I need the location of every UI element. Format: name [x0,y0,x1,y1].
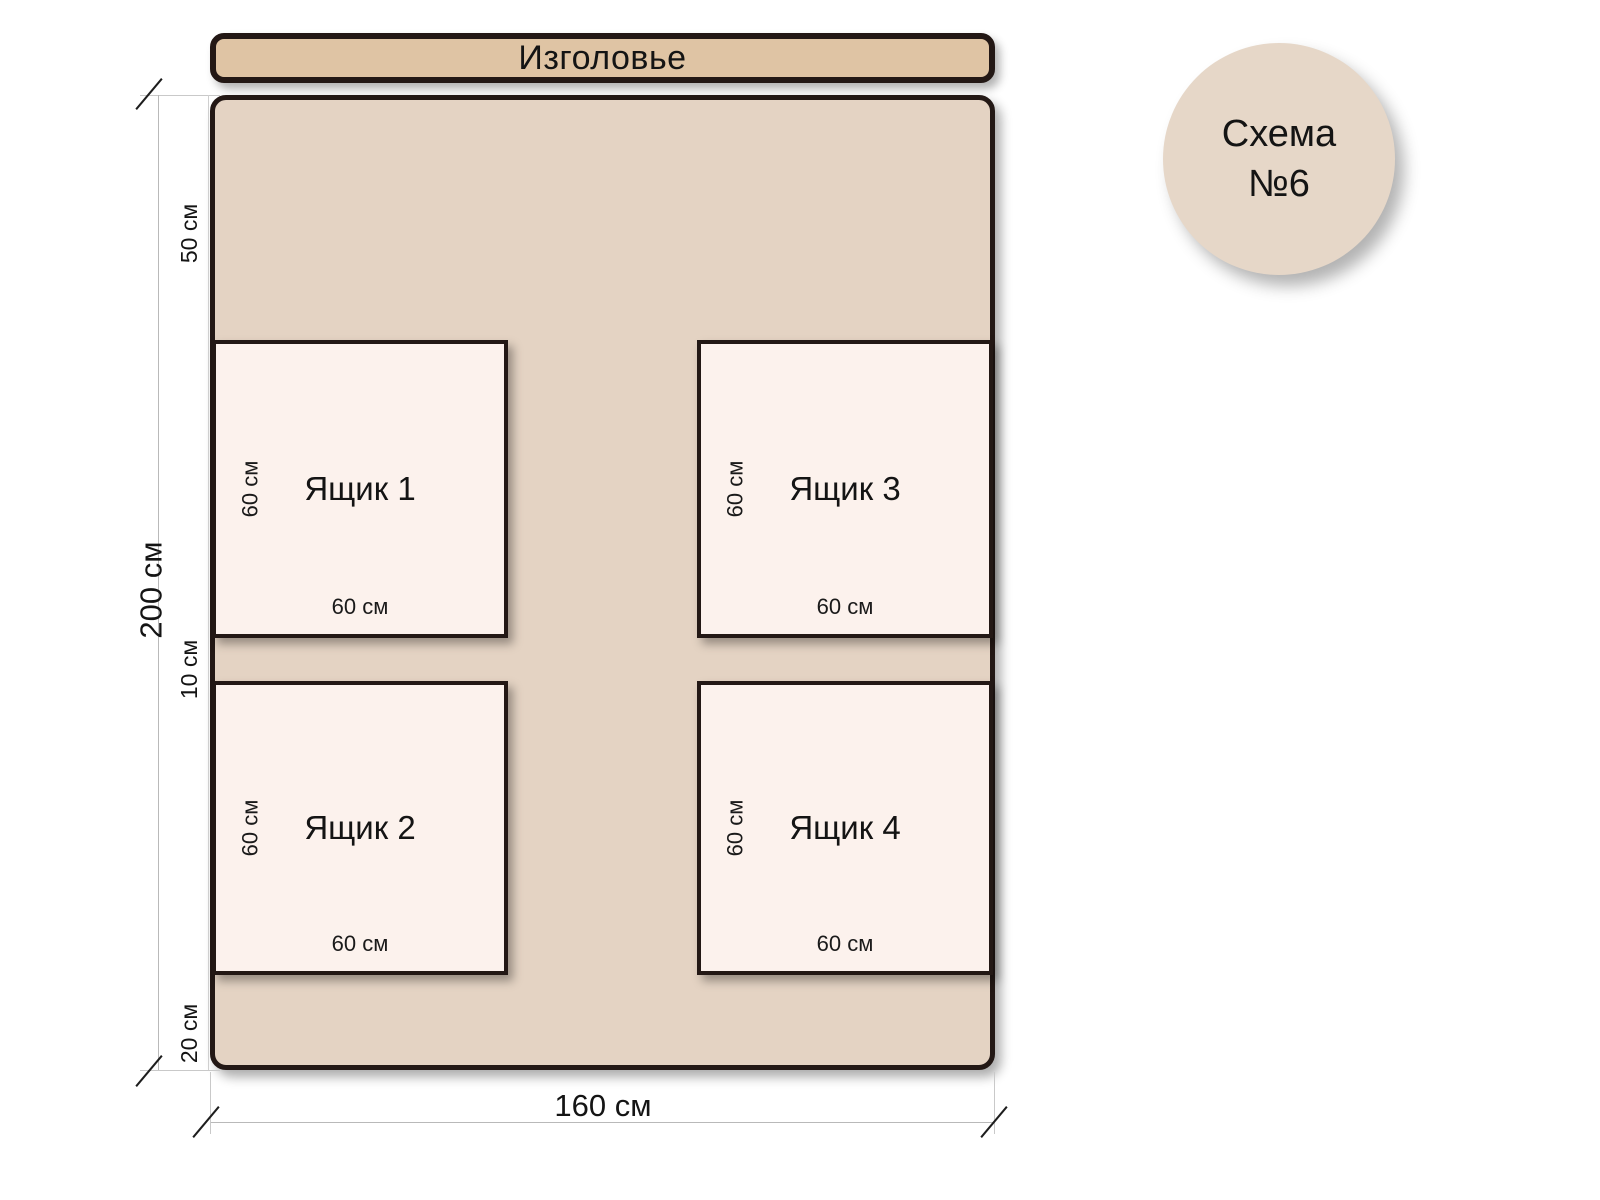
drawer-2: 60 см Ящик 2 60 см [212,681,508,975]
schema-badge-line-2: №6 [1248,163,1310,205]
dimension-tick-bottom [135,1055,163,1087]
extension-line-bottom [140,1070,220,1071]
total-width-label: 160 см [554,1088,652,1123]
dimension-line-total-height [158,95,159,1070]
extension-line-right [994,1072,995,1134]
schema-badge-line-1: Схема [1221,112,1337,155]
drawer-4: 60 см Ящик 4 60 см [697,681,993,975]
segment-label-middle-gap: 10 см [176,639,203,700]
headboard-label: Изголовье [518,38,687,77]
dimension-line-segments [208,95,209,1070]
headboard: Изголовье [210,33,995,83]
schema-badge: Схема №6 [1163,43,1395,275]
drawer-3-label: Ящик 3 [789,470,901,507]
extension-line-top [140,95,220,96]
drawer-3-width-label: 60 см [816,594,874,619]
drawer-3: 60 см Ящик 3 60 см [697,340,993,638]
extension-line-left [210,1072,211,1134]
drawer-1-label: Ящик 1 [304,470,416,507]
segment-label-bottom-margin: 20 см [176,1003,203,1064]
dimension-line-total-width [211,1122,994,1123]
drawer-1-width-label: 60 см [331,594,389,619]
drawer-2-width-label: 60 см [331,931,389,956]
segment-label-top-margin: 50 см [176,203,203,264]
drawer-4-width-label: 60 см [816,931,874,956]
drawer-4-label: Ящик 4 [789,809,901,846]
total-height-label: 200 см [133,541,169,639]
drawer-1: 60 см Ящик 1 60 см [212,340,508,638]
drawer-2-label: Ящик 2 [304,809,416,846]
